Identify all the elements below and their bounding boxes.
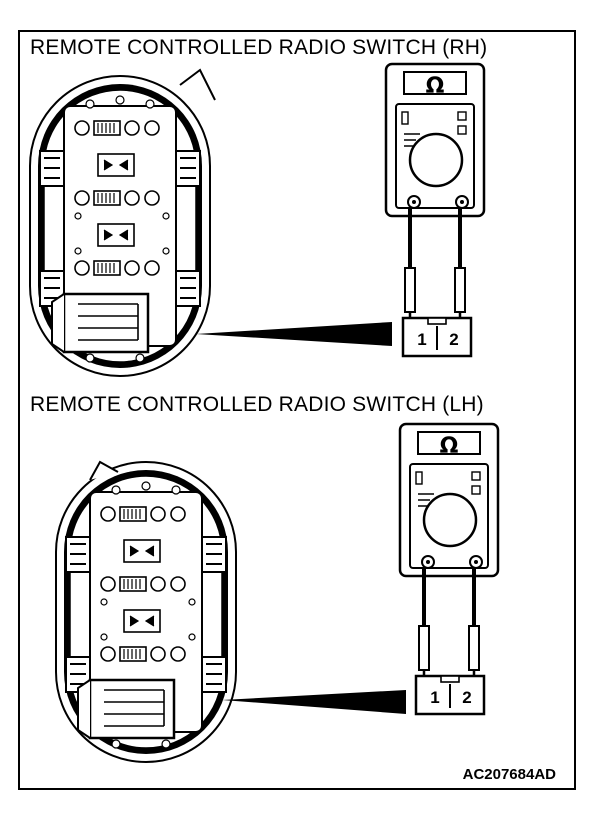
rh-terminal-2: 2 — [449, 330, 458, 349]
lh-switch-title: REMOTE CONTROLLED RADIO SWITCH (LH) — [30, 393, 484, 416]
rh-callout-pointer — [196, 322, 392, 346]
lh-multimeter: Ω — [398, 422, 500, 578]
lh-terminal-1: 1 — [430, 688, 439, 707]
lh-ohm-symbol: Ω — [440, 434, 459, 459]
rh-multimeter: Ω — [384, 62, 486, 218]
rh-ohm-symbol: Ω — [426, 74, 445, 99]
rh-switch-title: REMOTE CONTROLLED RADIO SWITCH (RH) — [30, 36, 488, 59]
lh-connector-terminals: 1 2 — [414, 674, 486, 716]
figure-code: AC207684AD — [462, 766, 556, 783]
rh-terminal-1: 1 — [417, 330, 426, 349]
rh-connector-terminals: 1 2 — [401, 316, 473, 358]
lh-switch-body — [54, 460, 238, 764]
lh-test-leads — [418, 568, 480, 682]
rh-test-leads — [404, 208, 466, 326]
lh-callout-pointer — [222, 690, 406, 714]
figure-frame — [18, 30, 576, 790]
rh-switch-body — [28, 68, 216, 378]
lh-terminal-2: 2 — [462, 688, 471, 707]
